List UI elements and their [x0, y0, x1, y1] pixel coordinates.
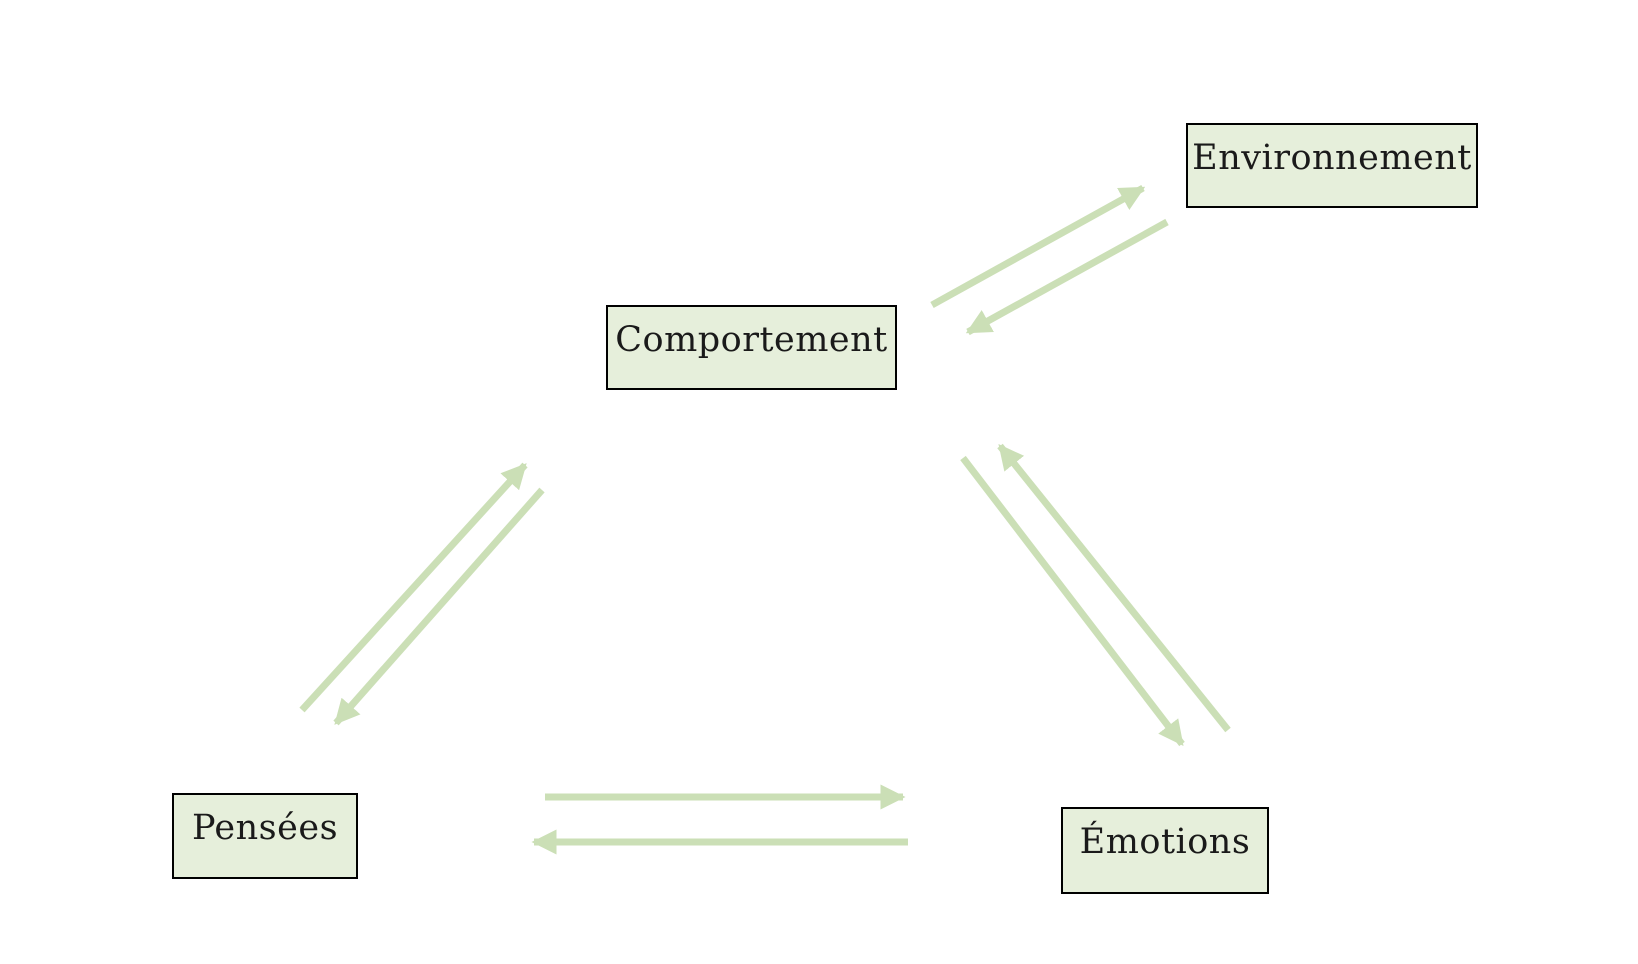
node-environnement: Environnement: [1186, 123, 1478, 208]
node-comportement-label: Comportement: [615, 320, 888, 360]
arrow-emotions-to-comportement: [997, 443, 1231, 733]
node-emotions: Émotions: [1061, 807, 1269, 894]
arrow-comportement-to-pensees: [333, 487, 545, 726]
node-environnement-label: Environnement: [1192, 138, 1472, 178]
node-comportement: Comportement: [606, 305, 897, 390]
arrow-comportement-to-environnement: [930, 184, 1146, 309]
arrow-environnement-to-comportement: [965, 218, 1169, 336]
arrow-pensees-to-comportement: [299, 462, 528, 713]
node-pensees-label: Pensées: [191, 808, 339, 848]
node-emotions-label: Émotions: [1079, 822, 1251, 862]
node-pensees: Pensées: [172, 793, 358, 879]
arrow-comportement-to-emotions: [960, 455, 1185, 747]
